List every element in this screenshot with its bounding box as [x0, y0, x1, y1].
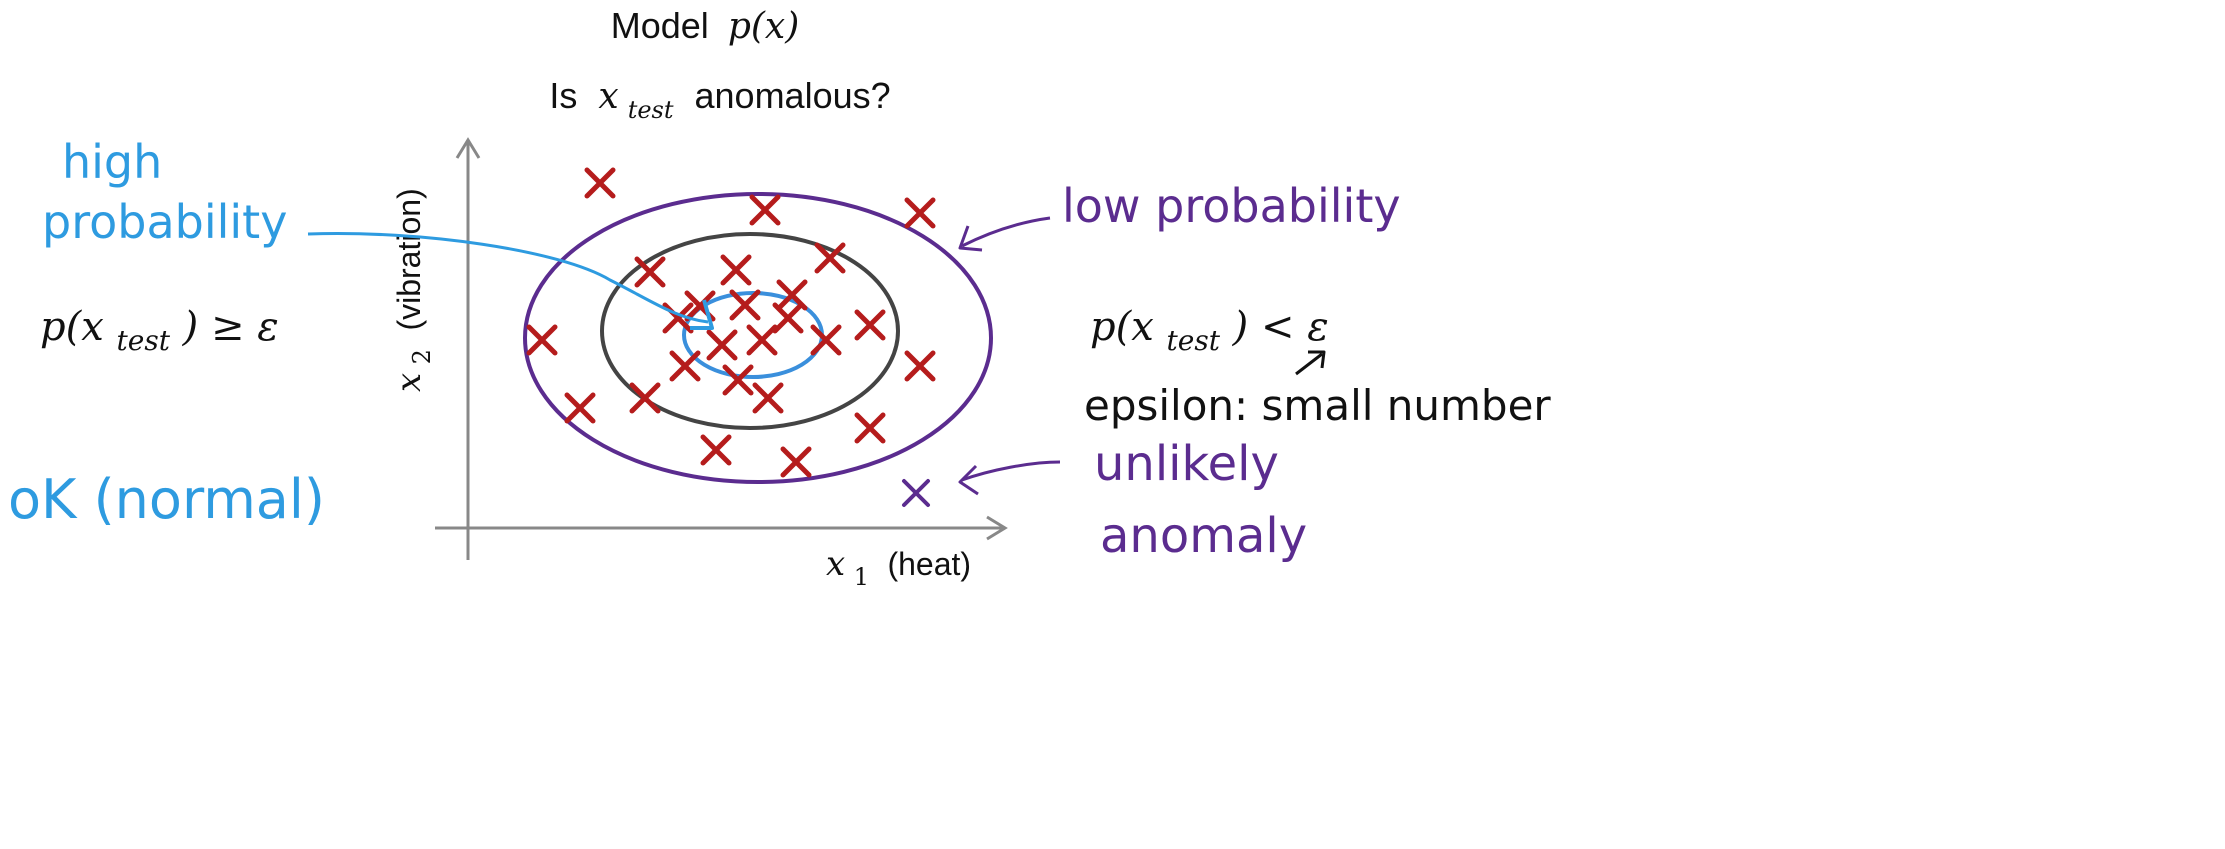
- y-axis-sub: 2: [408, 349, 436, 364]
- model-expr: p(x): [728, 6, 799, 47]
- data-point-x: [746, 324, 778, 356]
- right-formula-sub: test: [1167, 324, 1221, 357]
- data-point-x: [810, 324, 842, 356]
- high-probability-line1: high: [62, 135, 162, 189]
- question-suffix: anomalous?: [695, 75, 891, 116]
- low-probability-label: low probability: [1062, 179, 1401, 233]
- data-point-x: [854, 309, 886, 341]
- x-axis-sub: 1: [854, 563, 869, 591]
- data-point-x: [634, 256, 666, 288]
- x-axis-var: x: [826, 544, 845, 584]
- left-formula-p: p(x: [40, 304, 104, 350]
- y-axis-var: x: [389, 373, 429, 392]
- low-probability-arrowhead: [958, 225, 983, 252]
- outer-ellipse-low-probability: [523, 192, 993, 484]
- data-point-x: [904, 197, 936, 229]
- data-point-x: [722, 364, 754, 396]
- data-point-x: [729, 289, 761, 321]
- data-point-x: [629, 382, 661, 414]
- data-point-x: [584, 167, 616, 199]
- left-formula-rest: ) ≥ ε: [182, 304, 279, 350]
- data-point-x: [780, 446, 812, 478]
- epsilon-note: epsilon: small number: [1084, 381, 1551, 430]
- right-formula-p: p(x: [1090, 304, 1154, 350]
- data-point-x: [749, 194, 781, 226]
- right-formula: p(x test ) < ε: [1090, 304, 1329, 360]
- question-prefix: Is: [549, 75, 577, 116]
- data-point-x: [814, 242, 846, 274]
- x-axis-arrowhead: [986, 515, 1008, 541]
- epsilon-pointer-arrow: [1295, 350, 1326, 376]
- question-sub: test: [628, 96, 674, 124]
- data-point-x: [669, 350, 701, 382]
- axes: [435, 137, 1008, 560]
- data-point-x: [564, 392, 596, 424]
- y-axis-text: (vibration): [391, 188, 427, 330]
- x-axis-text: (heat): [887, 546, 971, 582]
- high-probability-line2: probability: [42, 195, 287, 249]
- question-title: Is x test anomalous?: [549, 75, 890, 126]
- y-axis-arrowhead: [455, 137, 481, 159]
- anomaly-point-x: [902, 479, 930, 507]
- question-var: x: [598, 76, 618, 117]
- data-point-x: [700, 434, 732, 466]
- high-probability-arrowhead: [690, 299, 714, 330]
- left-formula-sub: test: [117, 324, 171, 357]
- data-point-x: [706, 329, 738, 361]
- model-title: Model p(x): [611, 5, 800, 47]
- anomaly-label: anomaly: [1100, 508, 1307, 564]
- data-point-x: [720, 254, 752, 286]
- high-probability-annotation: high probability: [42, 135, 287, 249]
- y-axis-label: x 2 (vibration): [389, 188, 438, 392]
- unlikely-arrowhead: [958, 464, 979, 496]
- ok-normal-label: oK (normal): [8, 468, 325, 531]
- data-point-x: [526, 324, 558, 356]
- right-formula-rest: ) < ε: [1232, 304, 1329, 350]
- training-points: [526, 167, 936, 478]
- data-point-x: [904, 350, 936, 382]
- unlikely-label: unlikely: [1094, 436, 1279, 492]
- data-point-x: [752, 382, 784, 414]
- model-label: Model: [611, 5, 709, 46]
- low-probability-arrow: [961, 216, 1051, 248]
- unlikely-arrow: [961, 460, 1061, 482]
- high-probability-arrow: [307, 232, 709, 324]
- data-point-x: [854, 412, 886, 444]
- x-axis-label: x 1 (heat): [826, 544, 971, 593]
- anomaly-point-group: [902, 479, 930, 507]
- data-point-x: [772, 302, 804, 334]
- left-formula: p(x test ) ≥ ε: [40, 304, 279, 360]
- middle-ellipse: [600, 232, 900, 430]
